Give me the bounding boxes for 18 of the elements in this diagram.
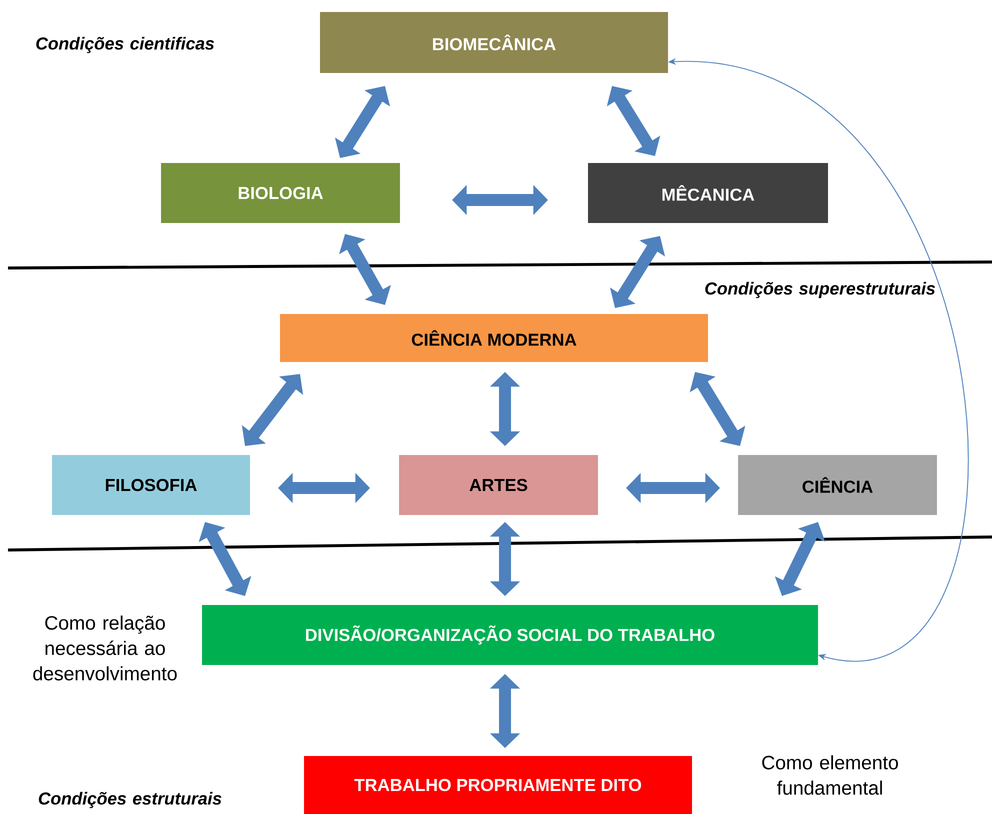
process-box: CIÊNCIA MODERNA (280, 314, 708, 362)
note-text: Como elemento fundamental (762, 755, 898, 795)
double-arrow (606, 86, 660, 156)
process-box: FILOSOFIA (52, 455, 250, 515)
double-arrow (198, 522, 252, 596)
section-heading: Condições estruturais (38, 792, 222, 808)
process-box: CIÊNCIA (738, 455, 937, 515)
section-heading: Condições superestruturais (705, 282, 935, 298)
process-box: ARTES (399, 455, 598, 515)
double-arrow (339, 234, 391, 305)
note-text: Como relação necessária ao desenvolvimento (33, 616, 177, 680)
process-box: DIVISÃO/ORGANIZAÇÃO SOCIAL DO TRABALHO (202, 605, 818, 665)
process-box: TRABALHO PROPRIAMENTE DITO (304, 756, 692, 814)
process-box: BIOLOGIA (161, 163, 400, 223)
section-heading: Condições cientificas (36, 36, 214, 54)
process-box: MÊCANICA (588, 163, 828, 223)
process-box: BIOMECÂNICA (320, 12, 668, 74)
double-arrow (690, 372, 746, 446)
